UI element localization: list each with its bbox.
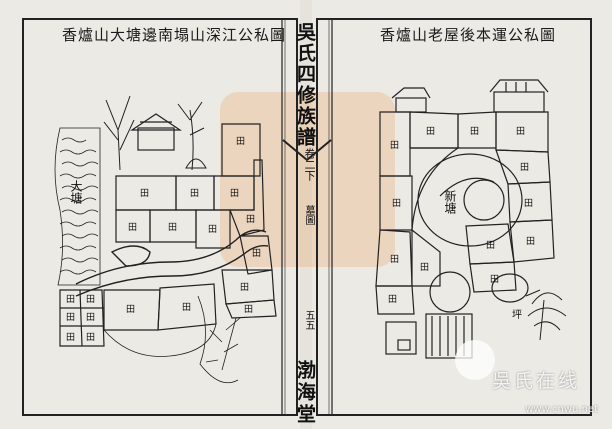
field-label: 田 [252, 248, 261, 259]
field-label: 田 [490, 274, 499, 285]
slope-label: 坪 [512, 308, 522, 321]
new-pond [417, 153, 523, 247]
right-pavilion [385, 313, 473, 359]
field-label: 田 [236, 136, 245, 147]
field-label: 田 [140, 188, 149, 199]
field-label: 田 [526, 236, 535, 247]
left-tree [103, 95, 207, 171]
field-label: 田 [66, 294, 75, 305]
field-label: 田 [388, 294, 397, 305]
field-label: 田 [128, 222, 137, 233]
left-hut [130, 113, 182, 151]
left-winding-road [75, 229, 269, 297]
field-label: 田 [126, 304, 135, 315]
book-title: 吳氏四修族譜 [294, 22, 316, 148]
new-pond-label: 新塘 [443, 189, 457, 215]
right-field-grid [375, 111, 555, 315]
spine-fishtail [282, 139, 332, 162]
hall-name: 渤海堂 [294, 360, 316, 426]
field-label: 田 [420, 262, 429, 273]
field-label: 田 [208, 224, 217, 235]
field-labels: 田 田田田 田田田 田田 田田 田田 田田 田田 田田 田田 田田 田田 田田 … [66, 126, 535, 343]
left-field-grid [59, 123, 277, 347]
right-houses [391, 79, 549, 113]
field-label: 田 [66, 332, 75, 343]
background-seal-stamp [220, 92, 395, 267]
right-map-title: 香爐山老屋後本運公私圖 [380, 26, 557, 44]
right-page-border [316, 18, 592, 416]
field-label: 田 [182, 302, 191, 313]
field-label: 田 [486, 240, 495, 251]
watermark-url: www.cnwu.net [525, 404, 598, 415]
field-label: 田 [230, 188, 239, 199]
volume-label: 卷二下 [303, 148, 316, 181]
left-hillside [54, 127, 101, 286]
left-map-title: 香爐山大塘邊南塌山深江公私圖 [62, 26, 287, 44]
field-label: 田 [86, 332, 95, 343]
left-page-border [22, 18, 298, 416]
field-label: 田 [520, 162, 529, 173]
field-label: 田 [470, 126, 479, 137]
right-pine-tree [525, 289, 567, 341]
section-label: 墓圖 [303, 205, 314, 225]
field-label: 田 [86, 312, 95, 323]
field-label: 田 [426, 126, 435, 137]
field-label: 田 [66, 312, 75, 323]
pond-label: 大塘 [69, 180, 83, 205]
field-label: 田 [524, 198, 533, 209]
field-label: 田 [516, 126, 525, 137]
field-label: 田 [244, 304, 253, 315]
field-label: 田 [168, 222, 177, 233]
field-label: 田 [86, 294, 95, 305]
right-small-mounds [429, 271, 529, 313]
field-label: 田 [390, 254, 399, 265]
watermark-name: 吳氏在线 [491, 370, 580, 392]
watermark-seal [455, 340, 495, 380]
field-label: 田 [392, 198, 401, 209]
left-lower-hill [103, 295, 241, 384]
field-label: 田 [246, 214, 255, 225]
field-label: 田 [390, 140, 399, 151]
field-label: 田 [190, 188, 199, 199]
page-number: 五五 [303, 310, 314, 330]
field-label: 田 [240, 282, 249, 293]
